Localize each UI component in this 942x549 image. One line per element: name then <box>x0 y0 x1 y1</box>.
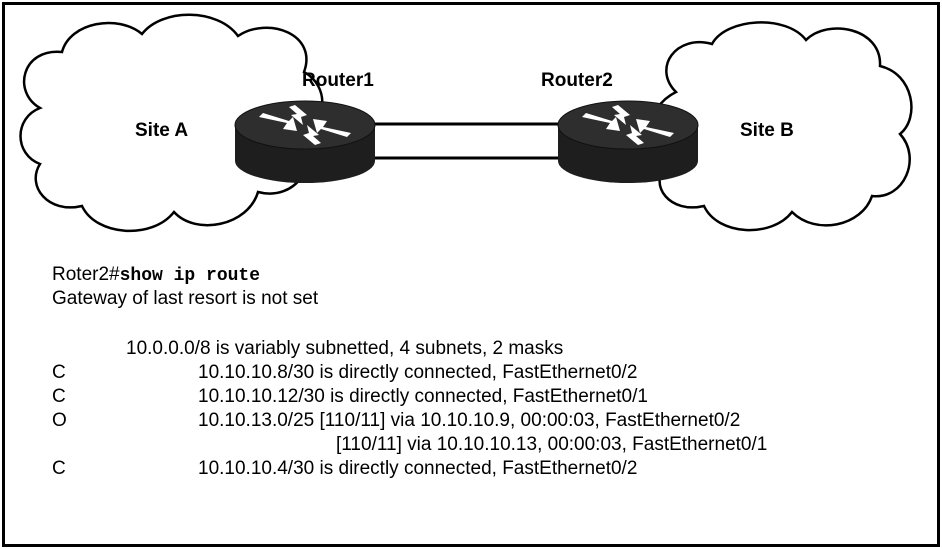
site-b-cloud-icon <box>647 21 913 232</box>
site-a-label: Site A <box>135 120 188 141</box>
cli-prompt: Roter2# <box>52 264 120 285</box>
route-text: [110/11] via 10.10.10.13, 00:00:03, Fast… <box>336 434 768 455</box>
route-text: 10.10.10.8/30 is directly connected, Fas… <box>198 362 638 383</box>
router1-icon <box>234 100 376 183</box>
link-lines <box>372 122 560 160</box>
route-entry: C 10.10.10.8/30 is directly connected, F… <box>52 361 912 385</box>
route-code: C <box>52 362 66 383</box>
route-text: 10.10.10.12/30 is directly connected, Fa… <box>198 386 648 407</box>
route-code: C <box>52 458 66 479</box>
routing-table-output: Roter2#show ip route Gateway of last res… <box>52 263 912 481</box>
route-code: O <box>52 410 67 431</box>
route-entry: C 10.10.10.4/30 is directly connected, F… <box>52 457 912 481</box>
route-entry-continuation: [110/11] via 10.10.10.13, 00:00:03, Fast… <box>52 433 912 457</box>
cli-command: show ip route <box>119 266 261 286</box>
router2-label: Router2 <box>541 70 613 91</box>
route-text: 10.10.13.0/25 [110/11] via 10.10.10.9, 0… <box>198 410 741 431</box>
router1-label: Router1 <box>302 70 374 91</box>
network-topology: Site A Site B Router1 Router2 <box>19 13 913 233</box>
router2-icon <box>557 100 699 183</box>
site-b-label: Site B <box>740 120 794 141</box>
route-text: 10.10.10.4/30 is directly connected, Fas… <box>198 458 638 479</box>
route-entry: C 10.10.10.12/30 is directly connected, … <box>52 385 912 409</box>
gateway-line: Gateway of last resort is not set <box>52 288 319 309</box>
subnet-summary: 10.0.0.0/8 is variably subnetted, 4 subn… <box>126 338 564 359</box>
route-entry: O 10.10.13.0/25 [110/11] via 10.10.10.9,… <box>52 409 912 433</box>
summary-line: 10.0.0.0/8 is variably subnetted, 4 subn… <box>52 337 912 361</box>
route-code: C <box>52 386 66 407</box>
cli-command-line: Roter2#show ip route <box>52 263 912 287</box>
